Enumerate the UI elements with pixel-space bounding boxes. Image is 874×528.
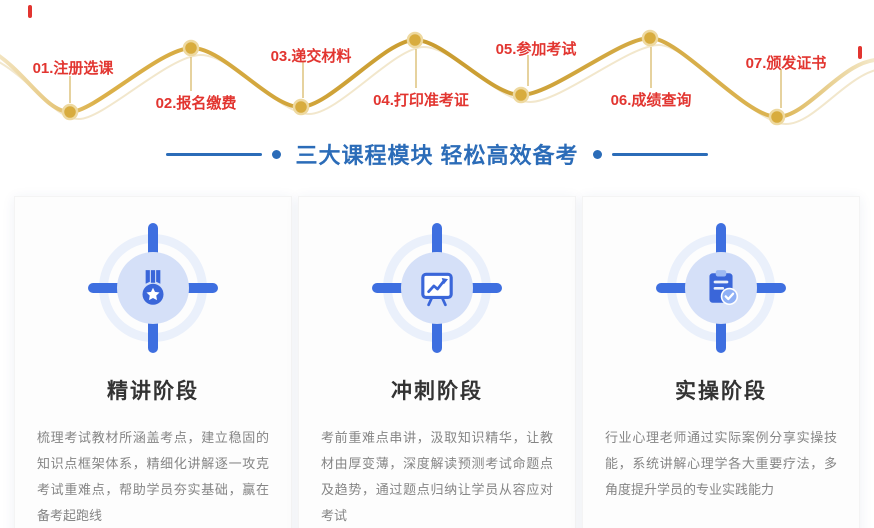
target-icon-frame xyxy=(656,223,786,353)
timeline-step-4: 04.打印准考证 xyxy=(373,92,469,109)
crosshair-bar-top xyxy=(716,223,726,257)
timeline-step-3: 03.递交材料 xyxy=(270,48,352,65)
gold-wave-graphic xyxy=(0,29,874,126)
clipboard-check-icon xyxy=(685,252,757,324)
card-description: 考前重难点串讲，汲取知识精华，让教材由厚变薄，深度解读预测考试命题点及趋势，通过… xyxy=(321,430,553,523)
card-description: 梳理考试教材所涵盖考点，建立稳固的知识点框架体系，精细化讲解逐一攻克考试重难点，… xyxy=(37,430,269,523)
crosshair-bar-left xyxy=(372,283,406,293)
card-title: 实操阶段 xyxy=(675,380,767,403)
crosshair-bar-bottom xyxy=(716,319,726,353)
target-icon-frame xyxy=(372,223,502,353)
crosshair-bar-right xyxy=(468,283,502,293)
timeline-step-6: 06.成绩查询 xyxy=(610,92,692,109)
crosshair-bar-right xyxy=(184,283,218,293)
medal-icon xyxy=(117,252,189,324)
course-module-cards: 精讲阶段 梳理考试教材所涵盖考点，建立稳固的知识点框架体系，精细化讲解逐一攻克考… xyxy=(0,196,874,528)
card-title: 冲刺阶段 xyxy=(391,380,483,403)
card-title: 精讲阶段 xyxy=(107,380,199,403)
timeline-step-2: 02.报名缴费 xyxy=(155,95,237,112)
crosshair-bar-left xyxy=(88,283,122,293)
timeline-step-5: 05.参加考试 xyxy=(495,41,577,58)
crosshair-bar-top xyxy=(148,223,158,257)
title-dot-right xyxy=(592,149,602,159)
card-chongci-stage: 冲刺阶段 考前重难点串讲，汲取知识精华，让教材由厚变薄，深度解读预测考试命题点及… xyxy=(298,196,576,528)
card-jingjiang-stage: 精讲阶段 梳理考试教材所涵盖考点，建立稳固的知识点框架体系，精细化讲解逐一攻克考… xyxy=(14,196,292,528)
section-title-row: 三大课程模块 轻松高效备考 xyxy=(0,136,874,172)
crosshair-bar-left xyxy=(656,283,690,293)
crosshair-bar-top xyxy=(432,223,442,257)
target-icon-frame xyxy=(88,223,218,353)
timeline-step-1: 01.注册选课 xyxy=(32,60,114,77)
title-line-right xyxy=(611,152,708,156)
crosshair-bar-bottom xyxy=(432,319,442,353)
section-title: 三大课程模块 轻松高效备考 xyxy=(295,143,579,168)
timeline-step-7: 07.颁发证书 xyxy=(745,55,827,72)
exam-process-timeline: 01.注册选课 02.报名缴费 03.递交材料 04.打印准考证 05.参加考试… xyxy=(0,0,874,134)
title-line-left xyxy=(166,152,263,156)
crosshair-bar-right xyxy=(752,283,786,293)
card-description: 行业心理老师通过实际案例分享实操技能，系统讲解心理学各大重要疗法，多角度提升学员… xyxy=(605,430,837,497)
red-tick-decoration-left xyxy=(28,5,32,18)
red-tick-decoration-right xyxy=(858,46,862,59)
crosshair-bar-bottom xyxy=(148,319,158,353)
chart-board-icon xyxy=(401,252,473,324)
card-shicao-stage: 实操阶段 行业心理老师通过实际案例分享实操技能，系统讲解心理学各大重要疗法，多角… xyxy=(582,196,860,528)
title-dot-left xyxy=(272,149,282,159)
